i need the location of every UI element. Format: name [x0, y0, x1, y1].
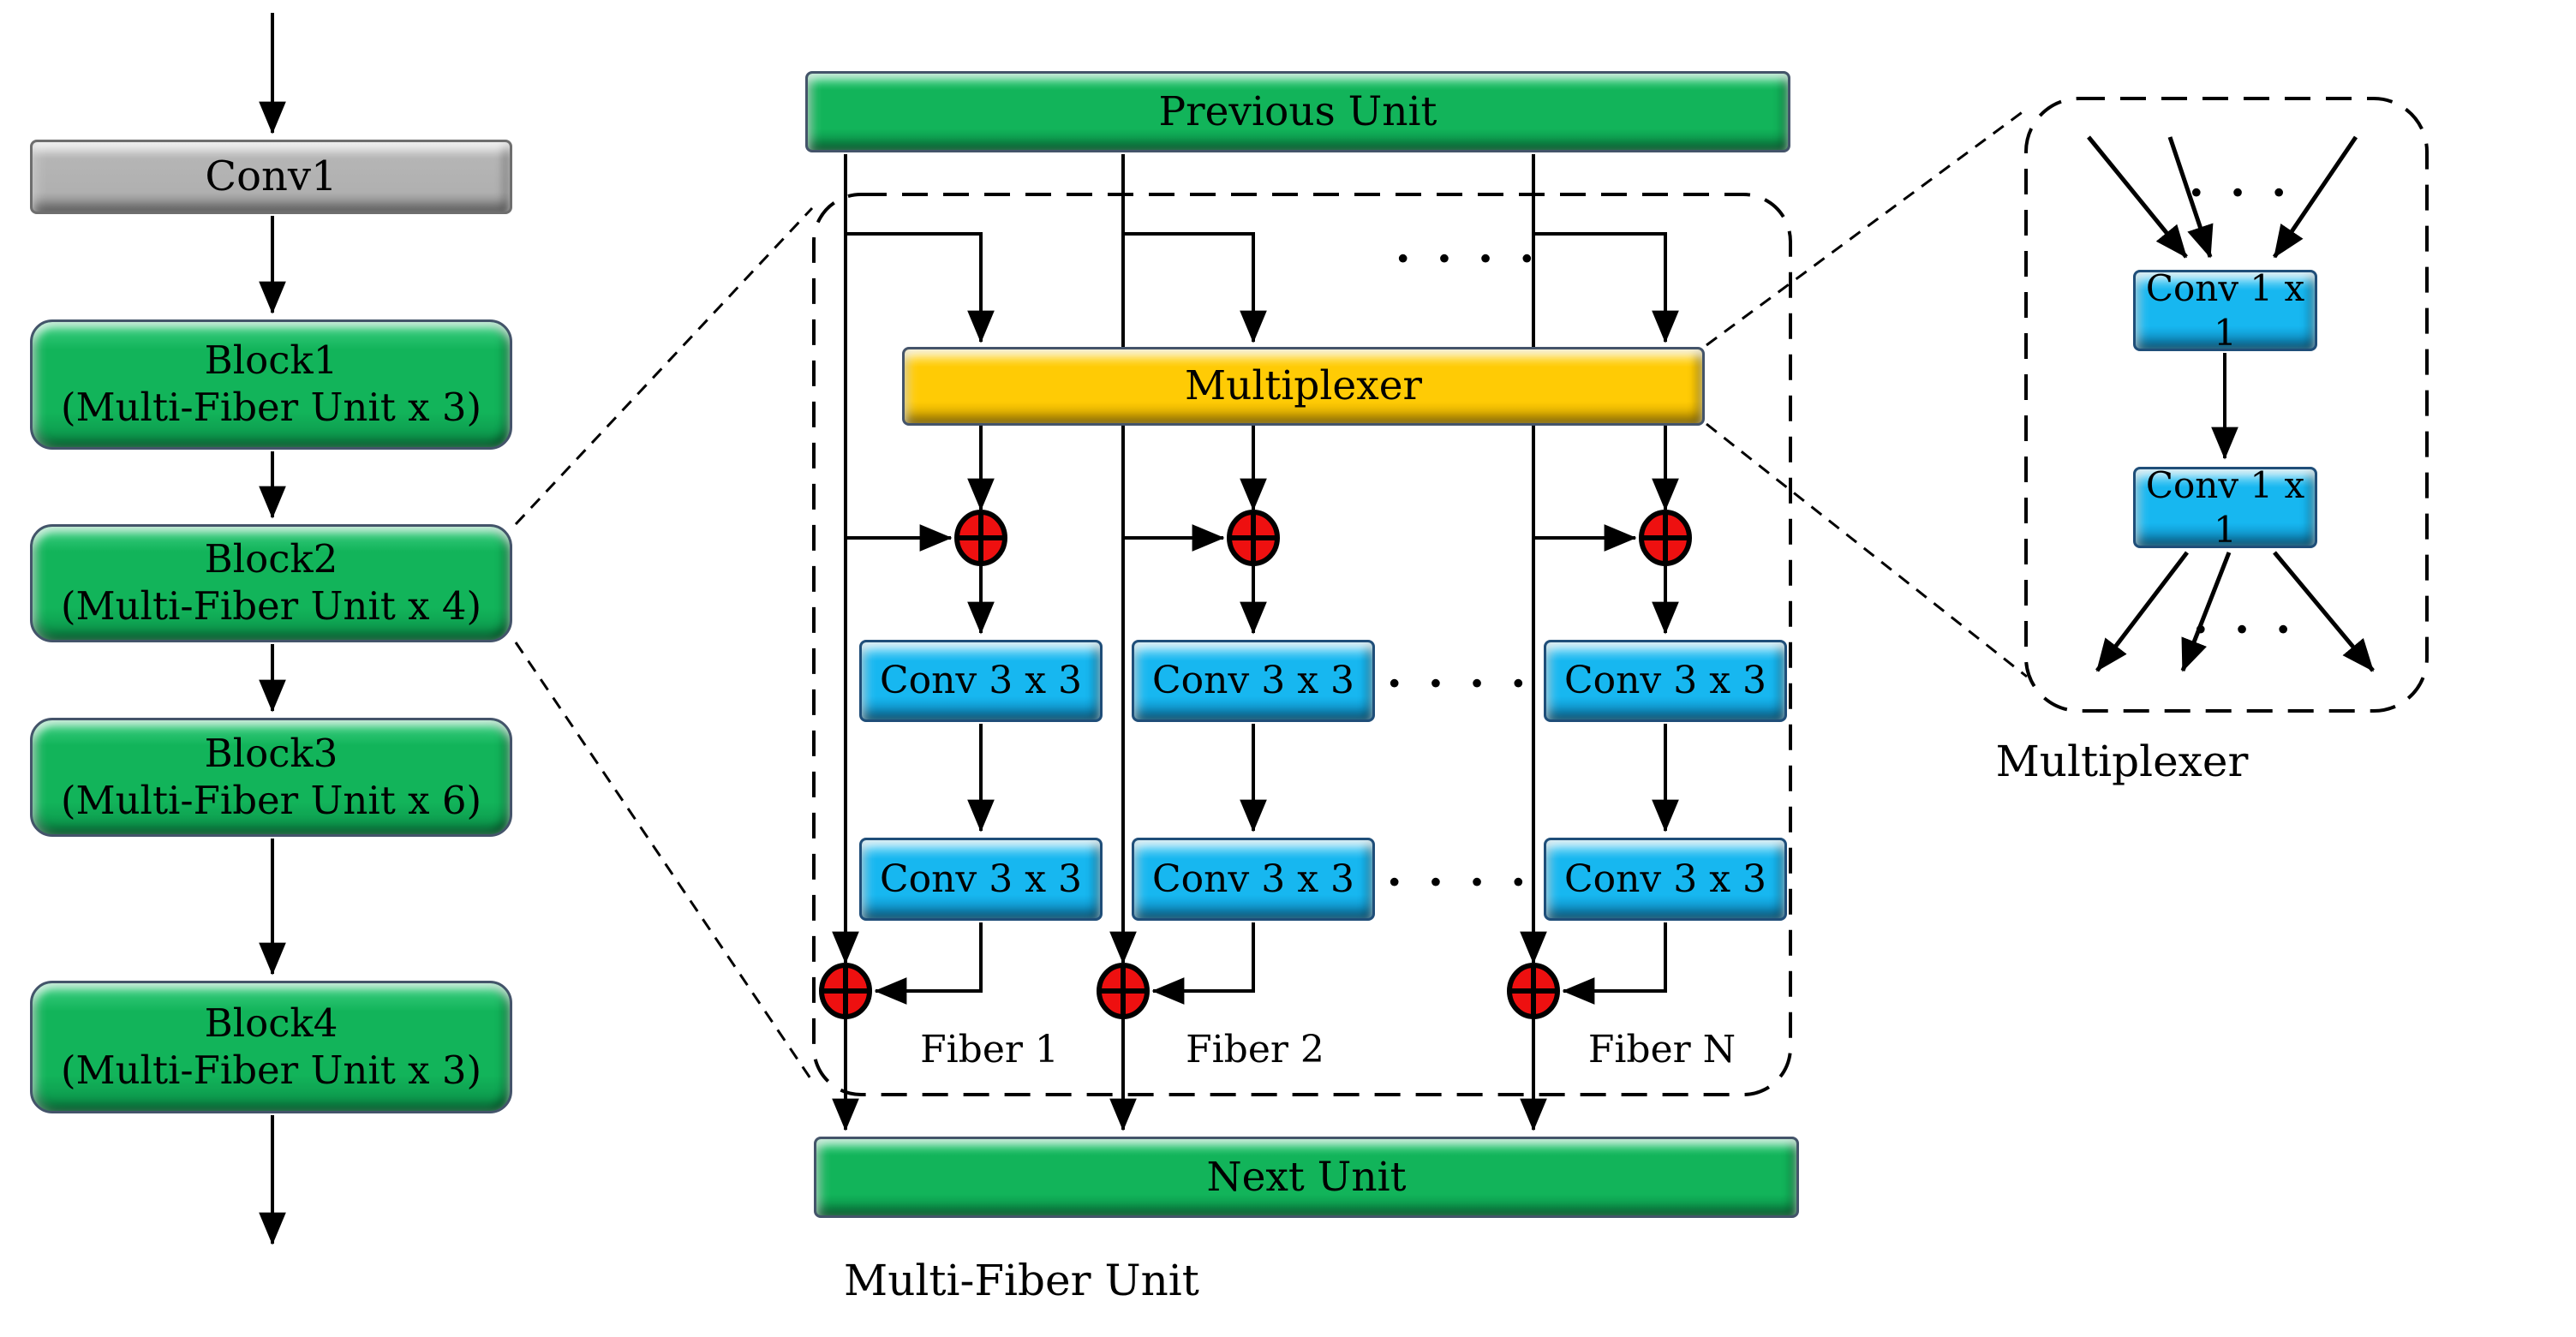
conv3x3-label: Conv 3 x 3: [1151, 659, 1355, 703]
block1-label: Block1 (Multi-Fiber Unit x 3): [61, 337, 481, 432]
fiberN-conv3x3-box-1: Conv 3 x 3: [1544, 640, 1787, 722]
fiber-lines: [832, 154, 1679, 1131]
circle-plus-icon: [1097, 963, 1150, 1019]
fiber1-label: Fiber 1: [920, 1028, 1059, 1071]
circle-plus-icon: [819, 963, 872, 1019]
block3-box: Block3 (Multi-Fiber Unit x 6): [30, 718, 512, 837]
fiber-ellipsis-row2: · · · ·: [1386, 857, 1532, 909]
conv3x3-label: Conv 3 x 3: [1151, 857, 1355, 901]
block1-detail: (Multi-Fiber Unit x 3): [60, 385, 482, 430]
block1-box: Block1 (Multi-Fiber Unit x 3): [30, 319, 512, 450]
block3-label: Block3 (Multi-Fiber Unit x 6): [61, 731, 481, 825]
block4-detail: (Multi-Fiber Unit x 3): [60, 1047, 482, 1093]
fiberN-branch-to-mux: [1533, 232, 1679, 343]
conv3x3-label: Conv 3 x 3: [879, 857, 1083, 901]
connector-block2-unit-bottom: [514, 642, 814, 1082]
block2-label: Block2 (Multi-Fiber Unit x 4): [61, 536, 481, 630]
expansion-connectors: [514, 107, 2028, 1082]
conv3x3-label: Conv 3 x 3: [879, 659, 1083, 703]
detail-in-arrow-2: [2167, 136, 2214, 259]
fiber2-conv3x3-box-1: Conv 3 x 3: [1132, 640, 1375, 722]
fiber-ellipsis-top: · · · ·: [1395, 233, 1540, 285]
conv1x1-label: Conv 1 x 1: [2145, 267, 2305, 354]
multiplexer-label: Multiplexer: [1184, 362, 1423, 410]
connector-block2-unit-top: [514, 206, 814, 526]
detail-ellipsis-out: · · ·: [2192, 604, 2297, 656]
circle-plus-icon: [1639, 510, 1692, 566]
block4-label: Block4 (Multi-Fiber Unit x 3): [61, 1000, 481, 1095]
circle-plus-icon: [1507, 963, 1560, 1019]
detail-out-arrow-2: [2180, 552, 2232, 672]
conv1x1-label: Conv 1 x 1: [2145, 464, 2305, 551]
multiplexer-caption: Multiplexer: [1995, 737, 2249, 786]
previous-unit-label: Previous Unit: [1158, 87, 1437, 135]
detail-out-arrow-3: [2273, 551, 2375, 672]
detail-conv1x1-box-1: Conv 1 x 1: [2133, 267, 2317, 354]
detail-conv1x1-box-2: Conv 1 x 1: [2133, 464, 2317, 551]
connector-mux-detail-bottom: [1706, 422, 2028, 678]
block3-detail: (Multi-Fiber Unit x 6): [60, 777, 482, 823]
fiberN-conv2-to-sum: [1562, 922, 1667, 1005]
fiber2-branch-to-mux: [1123, 232, 1267, 343]
block2-box: Block2 (Multi-Fiber Unit x 4): [30, 524, 512, 642]
next-unit-label: Next Unit: [1206, 1153, 1407, 1201]
block4-box: Block4 (Multi-Fiber Unit x 3): [30, 981, 512, 1113]
fiber2-label: Fiber 2: [1186, 1028, 1324, 1071]
conv1-label: Conv1: [205, 152, 338, 201]
detail-out-arrow-1: [2095, 551, 2189, 672]
sum-nodes: [819, 510, 1692, 1019]
detail-arrows: [2087, 135, 2375, 672]
detail-in-arrow-3: [2272, 135, 2358, 259]
circle-plus-icon: [1227, 510, 1280, 566]
detail-in-arrow-1: [2087, 135, 2188, 259]
unit-dashed-boundary: [812, 193, 1792, 1096]
previous-unit-box: Previous Unit: [805, 71, 1790, 152]
next-unit-box: Next Unit: [814, 1137, 1799, 1218]
fiber1-conv2-to-sum: [874, 922, 983, 1005]
multiplexer-dashed-boundary: [2024, 97, 2429, 713]
fiberN-label: Fiber N: [1587, 1028, 1736, 1071]
fiber1-conv3x3-box-2: Conv 3 x 3: [859, 838, 1103, 921]
circle-plus-icon: [954, 510, 1007, 566]
fiber-ellipsis-row1: · · · ·: [1386, 658, 1532, 710]
conv1-box: Conv1: [30, 140, 512, 214]
block2-title: Block2: [204, 536, 338, 582]
fiber2-conv2-to-sum: [1151, 922, 1255, 1005]
block1-title: Block1: [204, 337, 338, 384]
conv3x3-label: Conv 3 x 3: [1563, 857, 1767, 901]
multiplexer-box: Multiplexer: [902, 347, 1705, 426]
detail-ellipsis-in: · · ·: [2188, 167, 2292, 219]
fiber2-conv3x3-box-2: Conv 3 x 3: [1132, 838, 1375, 921]
conv3x3-label: Conv 3 x 3: [1563, 659, 1767, 703]
block2-detail: (Multi-Fiber Unit x 4): [60, 583, 482, 629]
fiberN-conv3x3-box-2: Conv 3 x 3: [1544, 838, 1787, 921]
multi-fiber-unit-caption: Multi-Fiber Unit: [844, 1256, 1199, 1305]
block4-title: Block4: [204, 1000, 338, 1046]
fiber1-conv3x3-box-1: Conv 3 x 3: [859, 640, 1103, 722]
fiber1-branch-to-mux: [846, 232, 995, 343]
block3-title: Block3: [204, 730, 338, 776]
